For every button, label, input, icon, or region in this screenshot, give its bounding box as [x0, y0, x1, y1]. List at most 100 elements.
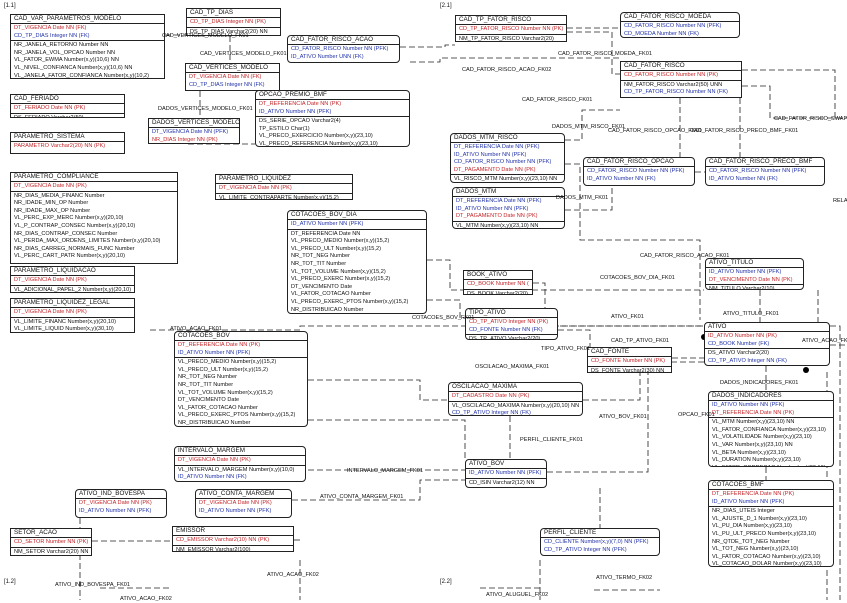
- attribute-column: VL_PRECO_EXERCICIO Number(x,y)(23,10): [259, 133, 373, 140]
- attribute-column: VL_TOT_VOLUME Number(x,y)(15,2): [178, 389, 273, 396]
- key-column: CD_TP_DIAS Integer NN (FK): [14, 32, 90, 39]
- key-column: DT_VIGENCIA Date NN (PK): [14, 309, 87, 315]
- entity-key-section: DT_VIGENCIA Date NN (FK)CD_TP_DIAS Integ…: [186, 72, 279, 89]
- relationship-label: ATIVO_ACAO_FK01: [170, 326, 222, 332]
- entity-key-section: CD_EMISSOR Varchar2(10) NN (PK): [173, 535, 293, 545]
- key-column: DT_VIGENCIA Date NN (PK): [199, 500, 272, 506]
- entity-attribute-section: VL_PRECO_MEDIO Number(x,y)(15,2)VL_PRECO…: [175, 357, 307, 426]
- attribute-column: TP_ESTILO Char(1): [259, 125, 310, 132]
- key-column: ID_ATIVO Number NN (PFK): [712, 402, 785, 408]
- key-column: ID_ATIVO Number NN (PFK): [469, 470, 542, 476]
- entity-key-section: CD_FATOR_RISCO Number NN (PK): [621, 70, 741, 80]
- attribute-column: VL_ADICIONAL_PAPEL_2 Number(x,y)(20,10): [14, 286, 131, 293]
- page-marker: [1.2]: [4, 579, 16, 585]
- entity-title: PARAMETRO_SISTEMA: [14, 133, 85, 140]
- relationship-label: ATIVO_TITULO_FK01: [723, 311, 779, 317]
- key-column: DT_VIGENCIA Date NN (PK): [178, 457, 251, 463]
- relationship-line: [292, 479, 465, 501]
- key-column: DT_REFERENCIA Date NN (PK): [712, 409, 795, 416]
- relationship-label: TIPO_ATIVO_FK01: [541, 346, 591, 352]
- relationship-line: [565, 109, 620, 141]
- entity-title: PARAMETRO_COMPLIANCE: [14, 173, 99, 180]
- relationship-line: [410, 57, 620, 63]
- entity-key-section: ID_ATIVO Number NN (PK)CD_BOOK Number (F…: [705, 331, 829, 348]
- relationship-label: CAD_FATOR_RISCO_ACAO_FK01: [640, 253, 730, 259]
- attribute-column: VL_FATOR_COTACAO Number: [178, 404, 258, 411]
- attribute-column: VL_FATOR_COTACAO Number: [291, 291, 371, 298]
- key-column: DT_VENCIMENTO Date NN (PK): [709, 276, 793, 283]
- entity-title: PARAMETRO_LIQUIDEZ: [219, 175, 291, 182]
- attribute-column: NM_SETOR Varchar2(20) NN: [14, 548, 88, 555]
- entity-key-section: CD_FATOR_RISCO Number NN (PFK)ID_ATIVO N…: [706, 166, 824, 183]
- entity-title: DADOS_VERTICES_MODELO: [152, 119, 239, 126]
- entity-key-section: CD_FATOR_RISCO Number NN (PFK)ID_ATIVO N…: [584, 166, 694, 183]
- entity-title: OPCAO_PREMIO_BMF: [259, 91, 327, 98]
- attribute-column: VL_P_CONTRAP_CONSEC Number(x,y)(20,10): [14, 222, 136, 229]
- relationship-line: [400, 44, 455, 48]
- entity-title: CAD_TP_FATOR_RISCO: [459, 16, 532, 23]
- entity-title: PARAMETRO_LIQUIDACAO: [14, 267, 96, 274]
- key-column: ID_ATIVO Number NN (PFK): [712, 498, 785, 505]
- attribute-column: CD_TP_ATIVO Integer NN (FK): [452, 410, 531, 416]
- attribute-column: VL_OSCILACAO_MAXIMA Number(x,y)(20,10) N…: [452, 402, 579, 409]
- entity-attribute-section: DS_TP_ATIVO Varchar2(20): [466, 334, 557, 340]
- key-column: ID_ATIVO Number NN (PFK): [178, 349, 251, 356]
- attribute-column: VL_PRECO_REFERENCIA Number(x,y)(23,10): [259, 140, 378, 147]
- relationship-label: ATIVO_TERMO_FK02: [596, 575, 653, 581]
- key-column: DT_REFERENCIA Date NN (PK): [178, 342, 261, 348]
- attribute-column: DS_TP_ATIVO Varchar2(20): [469, 336, 541, 340]
- relationship-line: [742, 69, 836, 120]
- relationship-label: CAD_FATOR_RISCO_SWAP_: [774, 116, 847, 122]
- attribute-column: NR_JANELA_VOL_OPCAO Number NN: [14, 49, 116, 56]
- relationship-label: CAD_FATOR_RISCO_MOEDA_FK01: [558, 51, 652, 57]
- attribute-column: NR_TOT_NEG Number: [291, 253, 350, 260]
- relationship-label: CAD_FATOR_RISCO_OPCAO_FK01: [608, 128, 702, 134]
- relationship-label: CAD_FATOR_RISCO_ACAO_FK02: [462, 67, 552, 73]
- entity-attribute-section: DS_FONTE Varchar2(30) NN: [588, 365, 671, 372]
- attribute-column: VL_LIMITE_CONTRAPARTE Number(x,y)(15,2): [219, 194, 339, 200]
- attribute-column: VL_FATOR_EWMA Number(x,y)(10,6) NN: [14, 57, 119, 64]
- entity-attribute-section: VL_LIMITE_FINANC Number(x,y)(20,10)VL_LI…: [11, 316, 134, 332]
- entity-key-section: DT_VIGENCIA Date NN (PK)ID_ATIVO Number …: [76, 498, 166, 515]
- key-column: CD_FATOR_RISCO Number NN (PFK): [624, 23, 722, 29]
